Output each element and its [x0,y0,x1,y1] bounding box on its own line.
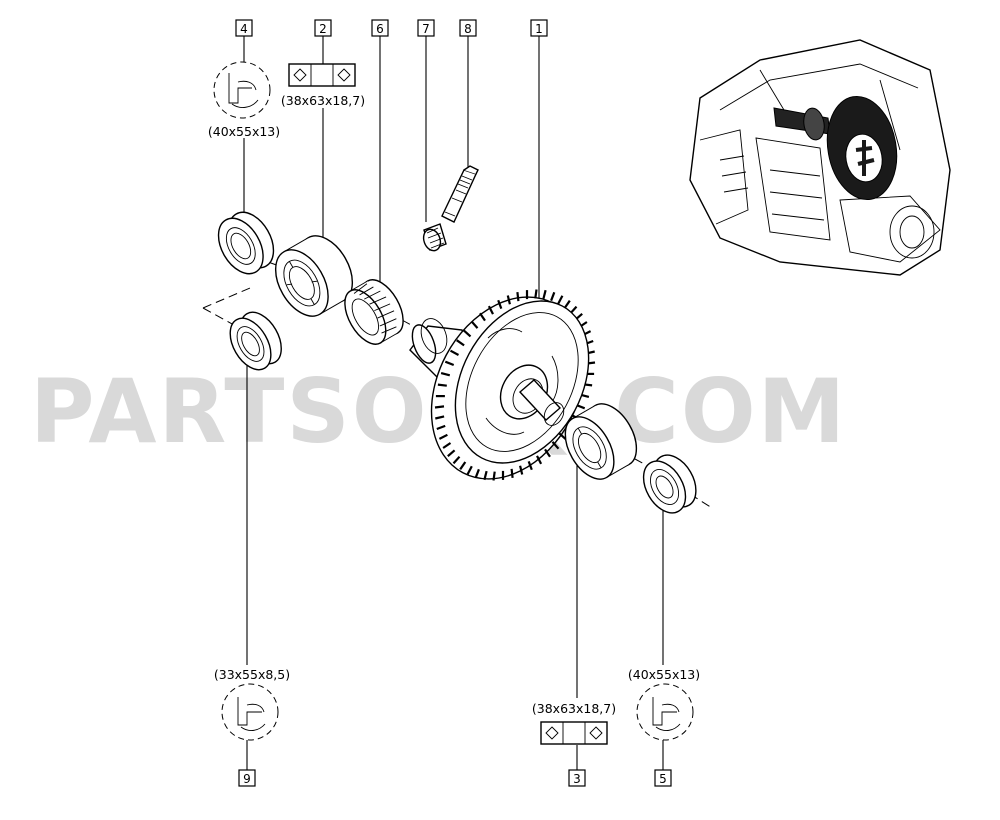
crown-wheel-tooth [436,424,446,431]
callout-9[interactable]: 9 [238,769,256,787]
crown-wheel-tooth [551,441,560,450]
crown-wheel-tooth [447,449,456,458]
oil-seal-symbol-icon [636,683,694,741]
svg-text:4: 4 [240,22,248,36]
part-6-drive-gear[interactable] [336,273,411,351]
svg-text:5: 5 [659,772,667,786]
crown-wheel-tooth [470,320,479,329]
crown-wheel-tooth [449,349,460,356]
crown-wheel-tooth [437,383,447,387]
dimension-seal-5: (40x55x13) [628,667,700,682]
crown-wheel-tooth [456,339,465,347]
svg-text:9: 9 [243,772,251,786]
crown-wheel-tooth [544,448,551,458]
callout-4[interactable]: 4 [235,19,253,37]
callout-8[interactable]: 8 [459,19,477,37]
crown-wheel-tooth [474,468,480,479]
callout-2[interactable]: 2 [314,19,332,37]
crown-wheel-tooth [438,433,448,440]
oil-seal-symbol-icon [221,683,279,741]
crown-wheel-tooth [563,299,571,309]
crown-wheel-tooth [466,465,473,475]
crown-wheel-tooth [492,471,496,481]
crown-wheel-tooth [444,360,455,367]
part-2-bearing[interactable] [265,227,363,325]
crown-wheel-tooth [459,461,467,471]
part-9-oil-seal[interactable] [222,305,290,376]
crown-wheel-tooth [497,299,503,309]
callout-7[interactable]: 7 [417,19,435,37]
crown-wheel-tooth [435,415,445,420]
crown-wheel-tooth [557,295,564,305]
svg-text:8: 8 [464,22,472,36]
dimension-bearing-2: (38x63x18,7) [281,93,365,108]
crown-wheel-tooth [452,455,461,465]
crown-wheel-tooth [440,372,451,377]
crown-wheel-tooth [479,312,486,322]
svg-text:2: 2 [319,22,327,36]
crown-wheel-tooth [434,405,445,409]
dimension-bearing-3: (38x63x18,7) [532,701,616,716]
part-7-pinion[interactable] [421,223,447,253]
crown-wheel-tooth [519,465,524,475]
crown-wheel-tooth [542,289,547,300]
part-8-shaft[interactable] [441,165,479,223]
svg-text:6: 6 [376,22,384,36]
callout-3[interactable]: 3 [568,769,586,787]
crown-wheel-tooth [506,295,511,305]
callout-1[interactable]: 1 [530,19,548,37]
svg-text:7: 7 [422,22,430,36]
gearbox-location-thumbnail [689,39,951,276]
crown-wheel-tooth [536,455,543,465]
part-3-bearing[interactable] [555,396,646,488]
crown-wheel-tooth [534,289,538,299]
crown-wheel-tooth [527,461,533,471]
part-1-differential[interactable] [401,270,615,505]
svg-text:3: 3 [573,772,581,786]
crown-wheel-tooth [442,442,452,449]
part-5-oil-seal[interactable] [635,448,705,520]
crown-wheel-tooth [487,305,494,315]
part-4-oil-seal[interactable] [209,205,282,282]
crown-wheel-tooth [510,468,514,479]
oil-seal-symbol-icon [213,61,271,119]
bearing-symbol-icon [540,721,608,745]
callout-5[interactable]: 5 [654,769,672,787]
crown-wheel-tooth [550,291,556,302]
svg-text:1: 1 [535,22,543,36]
crown-wheel-tooth [483,470,488,481]
crown-wheel-tooth [463,329,472,338]
crown-wheel-tooth [516,291,520,302]
dimension-seal-9: (33x55x8,5) [214,667,290,682]
leader-lines [243,36,664,770]
callout-6[interactable]: 6 [371,19,389,37]
dimension-seal-4: (40x55x13) [208,124,280,139]
bearing-symbol-icon [288,63,356,87]
